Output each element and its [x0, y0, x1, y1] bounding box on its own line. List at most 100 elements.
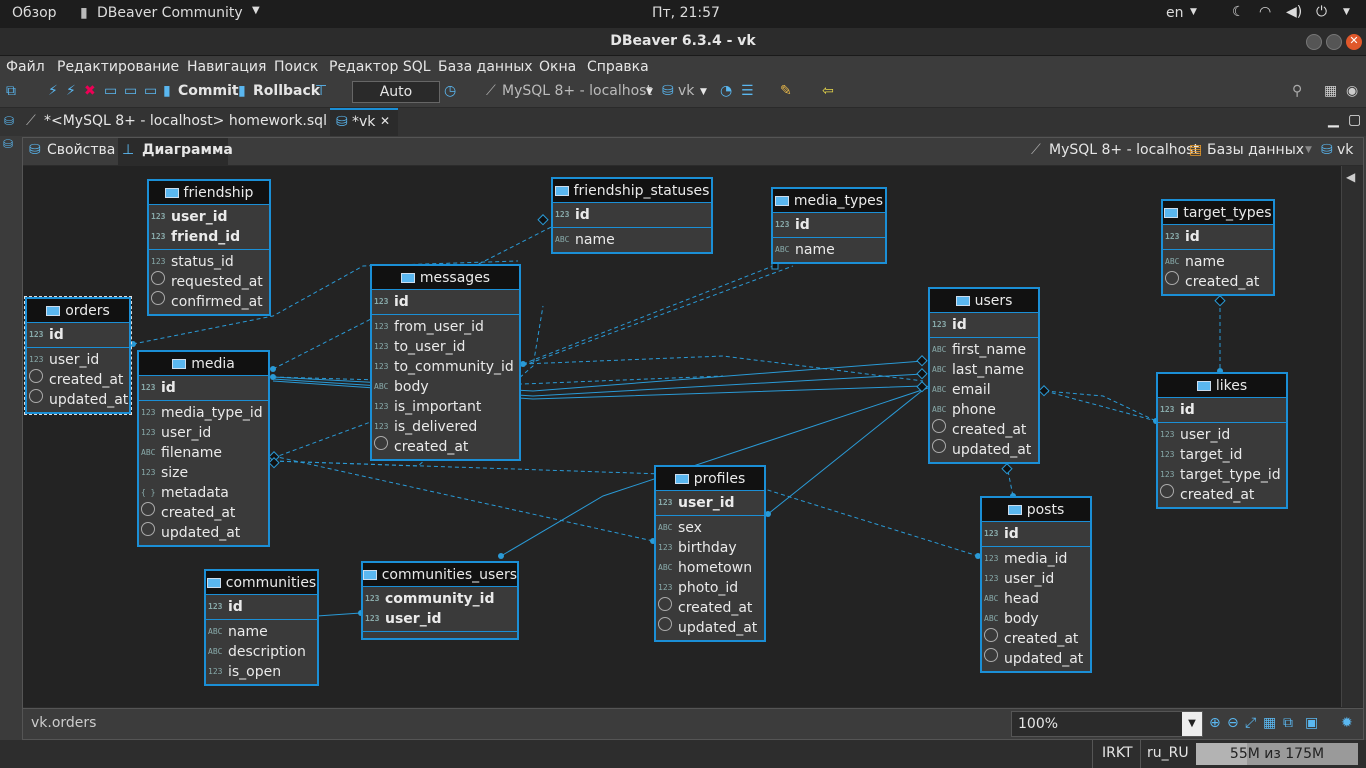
column-row[interactable]: updated_at [982, 648, 1090, 669]
menu-database[interactable]: База данных [438, 59, 533, 75]
database-navigator-icon[interactable]: ⛁ [3, 137, 14, 151]
column-row[interactable]: updated_at [930, 439, 1038, 460]
menu-search[interactable]: Поиск [274, 59, 319, 75]
column-row[interactable]: created_at [372, 436, 519, 457]
menu-help[interactable]: Справка [587, 59, 649, 75]
minimize-panel-icon[interactable]: ▁ [1328, 112, 1339, 128]
zoom-out-icon[interactable]: ⊖ [1227, 715, 1239, 731]
menu-edit[interactable]: Редактирование [57, 59, 180, 75]
open-script-icon[interactable]: ▭ [144, 83, 158, 99]
close-button[interactable]: ✕ [1346, 34, 1362, 50]
new-script-icon[interactable]: ▭ [124, 83, 138, 99]
commit-button[interactable]: Commit [178, 83, 239, 99]
transaction-mode-field[interactable]: Auto [352, 81, 440, 103]
column-row[interactable]: confirmed_at [149, 291, 269, 312]
column-row[interactable]: { }metadata [139, 483, 268, 503]
export-image-icon[interactable]: ▣ [1305, 715, 1319, 731]
format-icon[interactable]: ✎ [780, 83, 792, 99]
menu-file[interactable]: Файл [6, 59, 45, 75]
rollback-button[interactable]: Rollback [253, 83, 321, 99]
grid-icon[interactable]: ▦ [1263, 715, 1277, 731]
sql-editor-icon[interactable]: ▭ [104, 83, 118, 99]
invalidate-icon[interactable]: ✖ [84, 83, 96, 99]
breadcrumb-schema[interactable]: vk [1337, 142, 1354, 158]
active-connection-selector[interactable]: MySQL 8+ - localhost [502, 83, 652, 99]
column-row[interactable]: created_at [27, 369, 129, 390]
chevron-down-icon[interactable]: ▼ [1182, 712, 1202, 736]
column-row[interactable]: created_at [982, 628, 1090, 649]
zoom-combo[interactable]: 100% ▼ [1011, 711, 1203, 737]
menu-sql-editor[interactable]: Редактор SQL [329, 59, 431, 75]
search-icon[interactable]: ⚲ [1292, 83, 1303, 99]
breadcrumb-databases[interactable]: Базы данных [1207, 142, 1305, 158]
night-light-icon[interactable]: ☾ [1232, 4, 1245, 20]
zoom-in-icon[interactable]: ⊕ [1209, 715, 1221, 731]
settings-icon[interactable]: ✹ [1341, 715, 1353, 731]
breadcrumb-connection[interactable]: MySQL 8+ - localhost [1049, 142, 1199, 158]
navigator-icon[interactable]: ⛁ [4, 114, 15, 128]
clock[interactable]: Пт, 21:57 [652, 5, 720, 21]
connect-icon[interactable]: ⚡ [48, 83, 58, 99]
diagram-palette-scrollbar[interactable]: ◀ [1341, 166, 1363, 707]
fit-icon[interactable]: ⤢ [1245, 715, 1257, 731]
heap-status[interactable]: 55M из 175M [1196, 743, 1358, 765]
app-menu[interactable]: DBeaver Community [97, 5, 243, 21]
column-row[interactable]: created_at [139, 502, 268, 523]
column-row[interactable]: requested_at [149, 271, 269, 292]
tab-properties[interactable]: Свойства [47, 142, 116, 158]
column-row[interactable]: updated_at [27, 389, 129, 410]
tab-homework-sql[interactable]: ⟋ *<MySQL 8+ - localhost> homework.sql [20, 108, 330, 136]
tab-vk[interactable]: ⛁ *vk ✕ [330, 108, 398, 136]
history-icon[interactable]: ◷ [444, 83, 457, 99]
active-schema-selector[interactable]: vk [678, 83, 695, 99]
column-row[interactable]: created_at [656, 597, 764, 618]
back-arrow-icon[interactable]: ⇦ [822, 83, 834, 99]
activities-button[interactable]: Обзор [12, 5, 57, 21]
menu-navigate[interactable]: Навигация [187, 59, 267, 75]
column-row[interactable]: created_at [930, 419, 1038, 440]
